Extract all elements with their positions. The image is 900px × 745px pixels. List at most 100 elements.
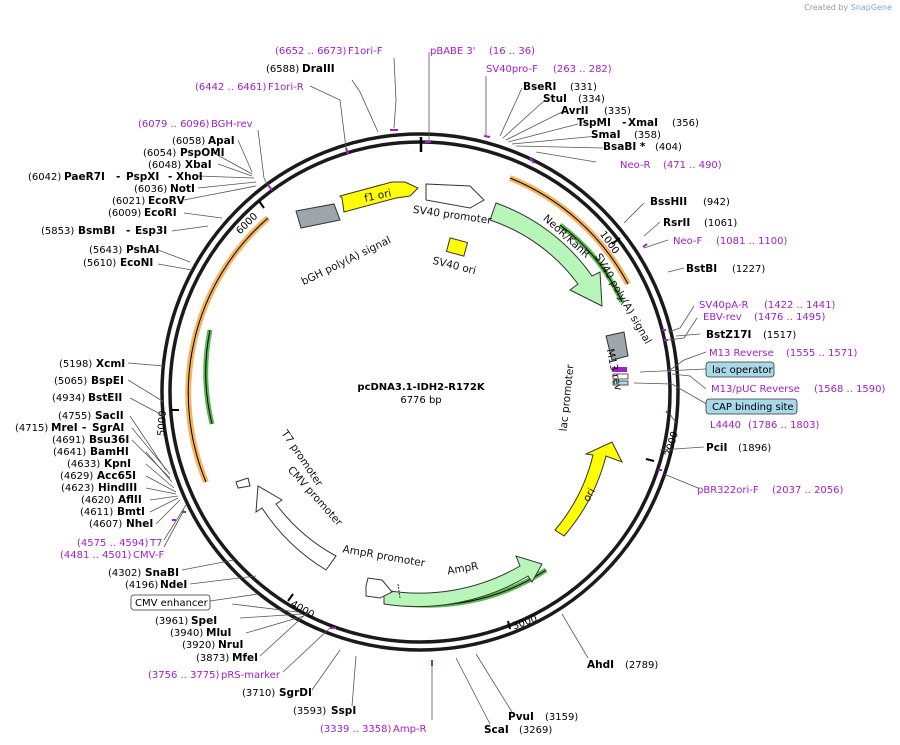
enzyme-pos: (358) <box>634 130 661 141</box>
primer-name: CMV-F <box>133 550 164 561</box>
enzyme-pos: (6058) <box>172 136 205 147</box>
primer-name: L4440 <box>710 420 741 431</box>
primer-name: pBABE 3' <box>430 46 476 57</box>
feature-ampr <box>383 555 543 608</box>
enzyme-name: PshAI <box>126 244 159 256</box>
enzyme-name: NheI <box>126 518 153 530</box>
orf-neo-line <box>509 177 629 285</box>
enzyme-pos: (1517) <box>763 330 796 341</box>
snapgene-logo: SnapGene <box>850 3 892 12</box>
enzyme-name: AvrII <box>561 105 589 117</box>
enzyme-pos: (3710) <box>242 688 275 699</box>
enzyme-name: SpeI <box>191 615 217 627</box>
enzyme-name: PciI <box>706 442 727 454</box>
feature-bgh-polya <box>295 203 341 229</box>
enzyme-pos: (4196) <box>125 580 158 591</box>
enzyme-pos: (6042) <box>28 172 61 183</box>
svg-text:-: - <box>168 171 172 183</box>
label-bgh-polya: bGH poly(A) signal <box>300 234 393 288</box>
enzyme-name: Bsu36I <box>89 434 129 446</box>
enzyme-pos: (1061) <box>704 218 737 229</box>
snapgene-credit: Created by SnapGene <box>804 3 892 12</box>
primer-range: (1081 .. 1100) <box>716 236 788 247</box>
enzyme-name: ScaI <box>484 724 509 736</box>
enzyme-name: MreI <box>51 422 78 434</box>
enzyme-pos: (4623) <box>61 483 94 494</box>
enzyme-name: EcoNI <box>120 257 153 269</box>
enzyme-name: PspXI <box>126 171 159 183</box>
plasmid-name: pcDNA3.1-IDH2-R172K <box>357 382 485 393</box>
enzyme-pos: (2789) <box>625 660 658 671</box>
enzyme-pos: (6588) <box>266 64 299 75</box>
enzyme-pos: (6048) <box>148 160 181 171</box>
enzyme-name: Esp3I <box>135 225 167 237</box>
enzyme-pos: (3873) <box>196 653 229 664</box>
enzyme-name: SnaBI <box>145 567 179 579</box>
primer-range: (6442 .. 6461) <box>195 82 267 93</box>
enzyme-name: PvuI <box>508 711 534 723</box>
feature-sv40-promoter <box>425 183 485 209</box>
enzyme-pos: (4755) <box>58 411 91 422</box>
svg-text:-: - <box>126 225 130 237</box>
enzyme-name: XcmI <box>96 358 125 370</box>
enzyme-pos: (3159) <box>545 712 578 723</box>
enzyme-pos: (4629) <box>60 471 93 482</box>
primer-range: (6079 .. 6096) <box>138 119 210 130</box>
primer-name: Amp-R <box>393 724 427 735</box>
enzyme-pos: (6021) <box>112 196 145 207</box>
label-ampr-promoter: AmpR promoter <box>342 543 427 569</box>
enzyme-name: PspOMI <box>180 147 225 159</box>
enzyme-pos: (5610) <box>83 258 116 269</box>
enzyme-pos: (3961) <box>155 616 188 627</box>
primer-name: pRS-marker <box>221 670 281 681</box>
label-f1-ori: f1 ori <box>363 187 392 204</box>
enzyme-pos: (4641) <box>53 447 86 458</box>
enzyme-name: NotI <box>170 183 195 195</box>
enzyme-name: BstEII <box>88 392 122 404</box>
label-sv40-ori: SV40 ori <box>431 255 477 277</box>
primer-range: (2037 .. 2056) <box>772 485 844 496</box>
enzyme-name: BssHII <box>650 196 687 208</box>
enzyme-pos: (334) <box>578 94 605 105</box>
enzyme-name: EcoRI <box>144 207 177 219</box>
primer-name: M13 Reverse <box>709 348 774 359</box>
primer-name: EBV-rev <box>703 312 742 323</box>
enzyme-name: NruI <box>218 639 243 651</box>
enzyme-name: MfeI <box>232 652 258 664</box>
enzyme-name: BseRI <box>523 81 556 93</box>
feature-ampr-promoter <box>365 577 393 599</box>
enzyme-pos: (5853) <box>41 226 74 237</box>
enzyme-name: KpnI <box>104 458 131 470</box>
enzyme-pos: (356) <box>672 118 699 129</box>
enzyme-name: StuI <box>543 93 567 105</box>
feature-neor-kanr <box>489 202 603 307</box>
label-lac-promoter: lac promoter <box>558 363 577 432</box>
enzyme-name: BspEI <box>91 375 124 387</box>
primer-range: (16 .. 36) <box>489 46 535 57</box>
enzyme-pos: (404) <box>655 142 682 153</box>
primer-name: Neo-R <box>620 160 651 171</box>
primer-range: (471 .. 490) <box>663 160 722 171</box>
enzyme-name: AhdI <box>587 659 614 671</box>
primer-range: (1555 .. 1571) <box>786 348 858 359</box>
enzyme-pos: (4633) <box>67 459 100 470</box>
primer-labels: (6652 .. 6673) F1ori-F pBABE 3' (16 .. 3… <box>60 46 886 735</box>
enzyme-pos: (4607) <box>89 519 122 530</box>
enzyme-pos: (5643) <box>89 245 122 256</box>
enzyme-pos: (6036) <box>134 184 167 195</box>
enzyme-name: PaeR7I <box>64 171 105 183</box>
enzyme-name: AflII <box>118 494 142 506</box>
svg-text:-: - <box>82 422 86 434</box>
svg-text:-: - <box>116 171 120 183</box>
primer-range: (3756 .. 3775) <box>148 670 220 681</box>
feature-cmv-promoter <box>255 485 337 571</box>
primer-range: (1568 .. 1590) <box>814 384 886 395</box>
credit-prefix: Created by <box>804 3 849 12</box>
primer-range: (3339 .. 3358) <box>320 724 392 735</box>
enzyme-name: XmaI <box>628 117 658 129</box>
primer-mark-m13 <box>612 367 627 372</box>
enzyme-name: BamHI <box>90 446 129 458</box>
plasmid-length: 6776 bp <box>400 395 441 406</box>
primer-name: F1ori-F <box>348 46 383 57</box>
